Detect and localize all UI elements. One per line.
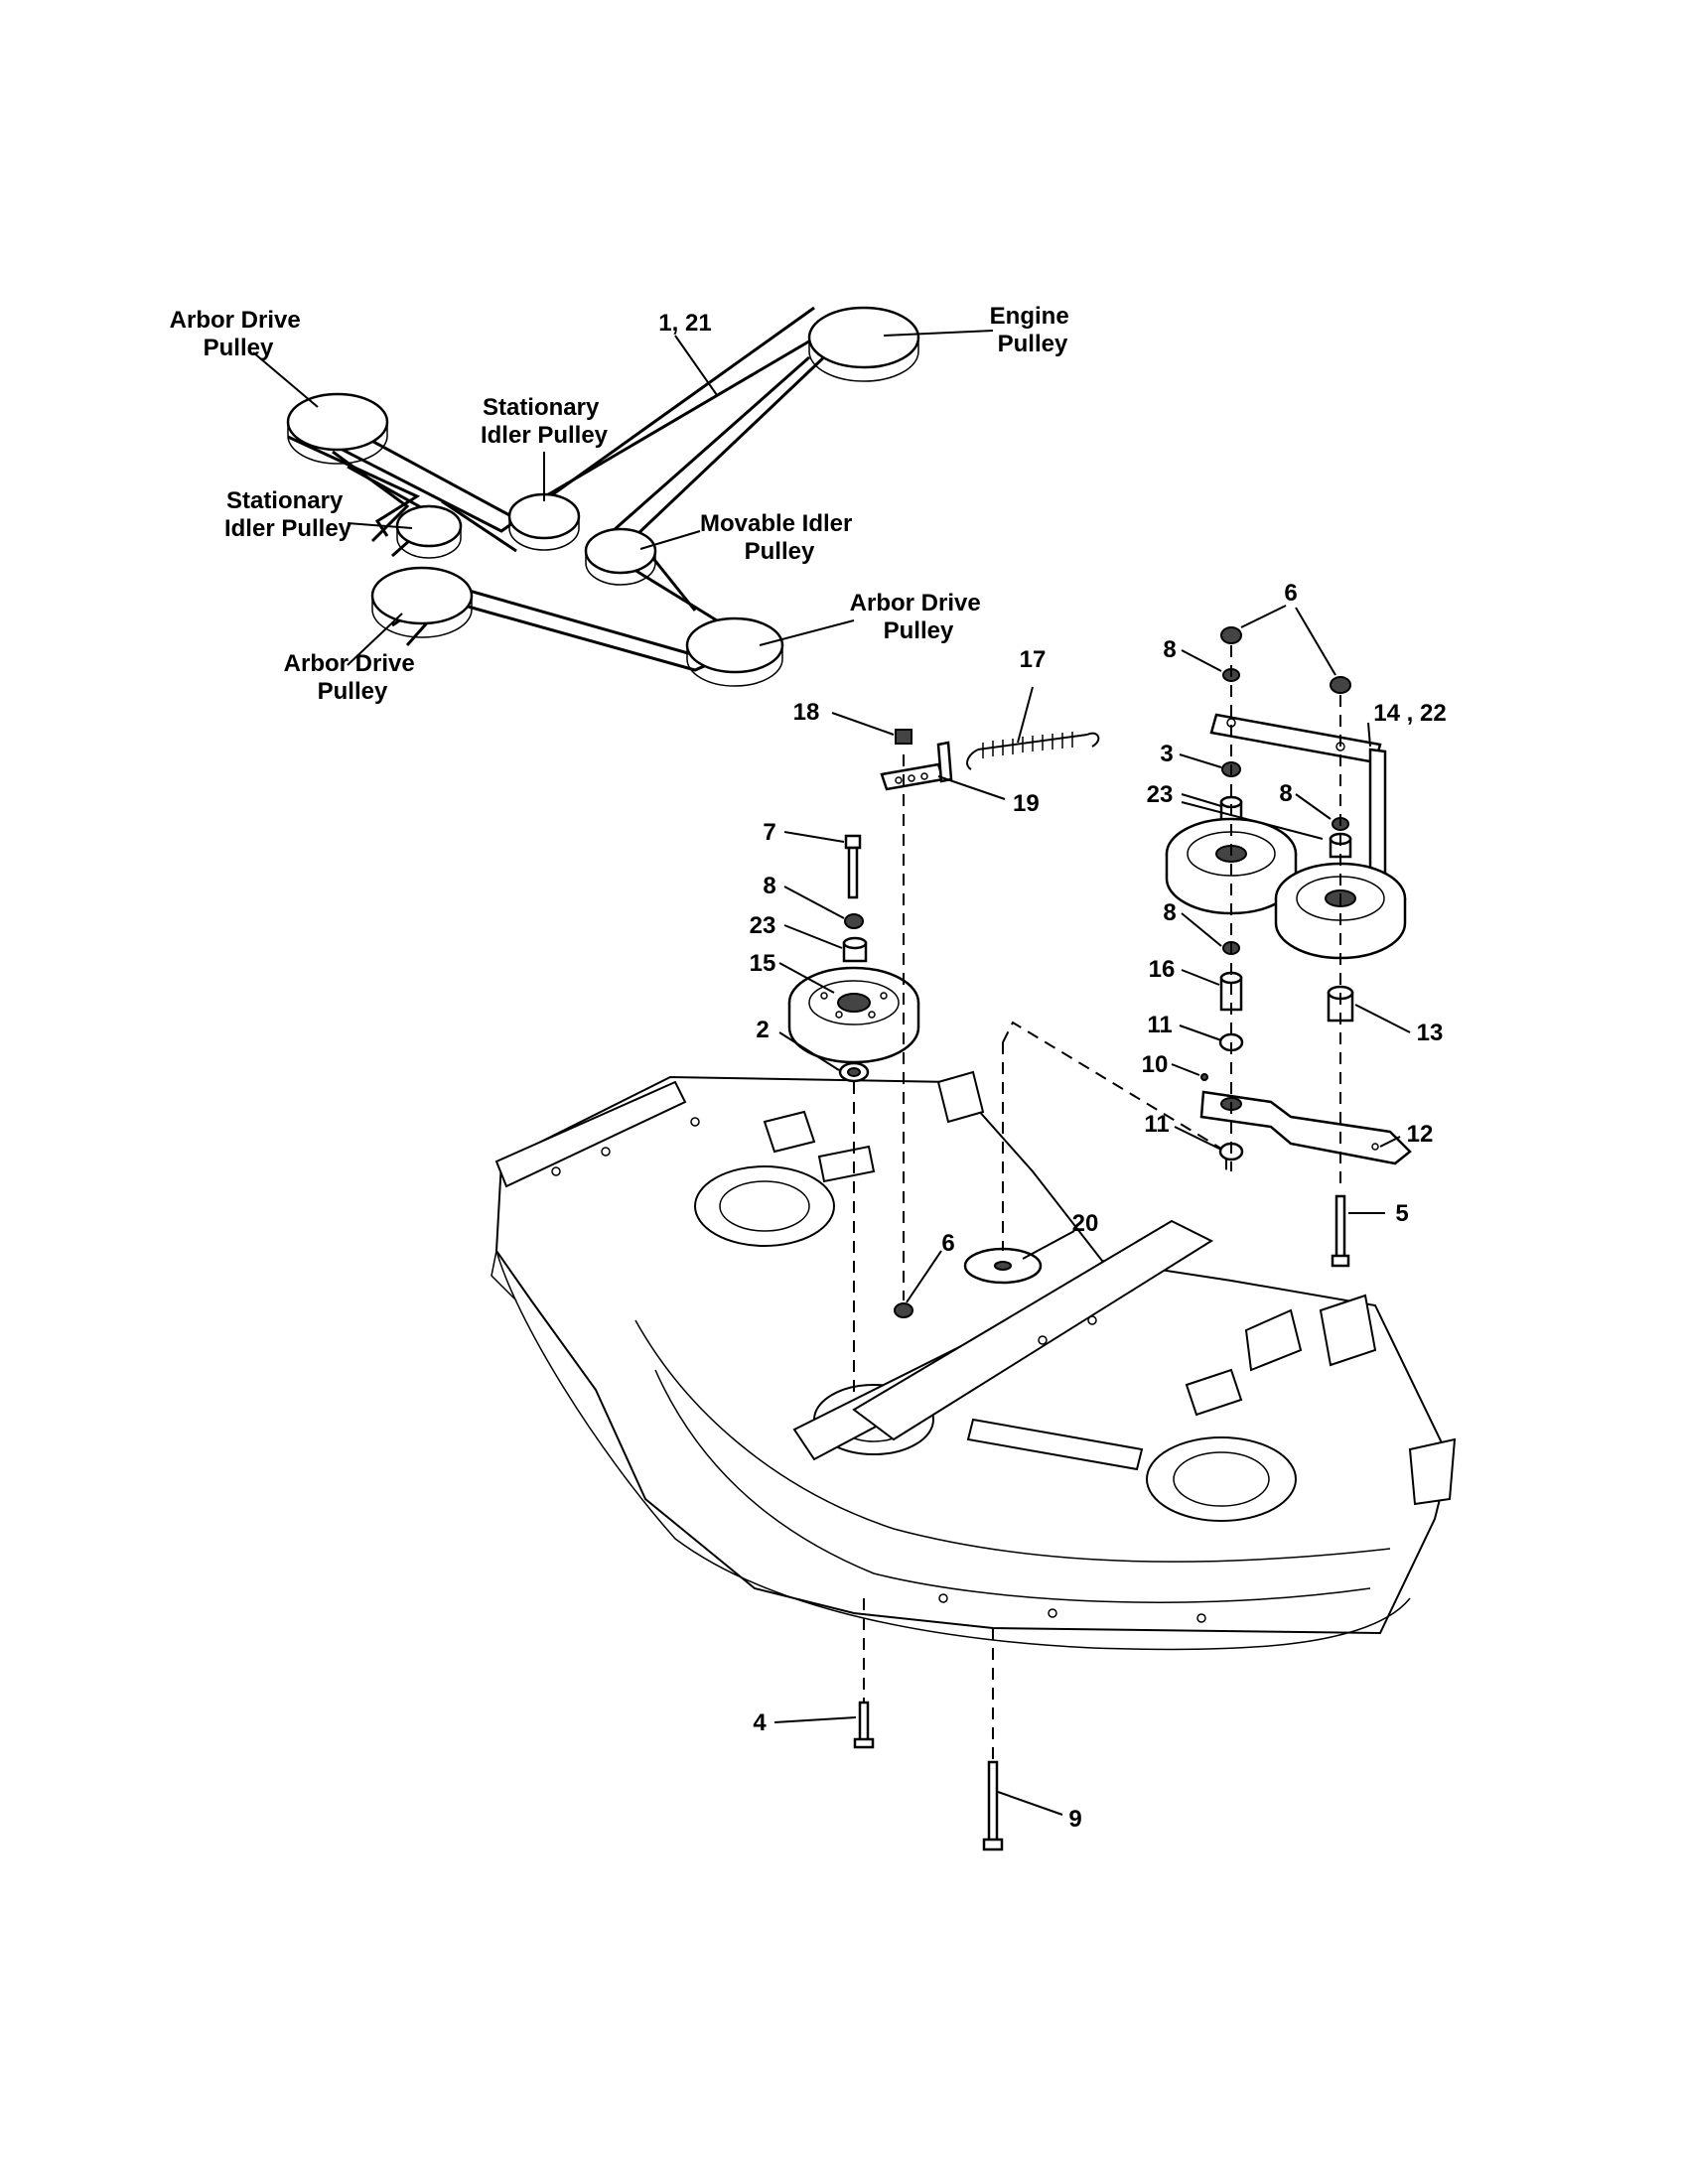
callout-13: 13 (1417, 1020, 1444, 1046)
arbor-drive-pulley-top-left (286, 392, 389, 465)
callout-17: 17 (1020, 646, 1047, 673)
bolt-part-9 (982, 1760, 1004, 1851)
nut-part-6-deck (894, 1302, 913, 1318)
washer-part-8-left (844, 913, 864, 929)
bolt-part-7 (844, 834, 862, 899)
washer-part-20 (963, 1247, 1043, 1285)
arbor-drive-pulley-right-label: Arbor Drive Pulley (850, 590, 988, 644)
callout-11-upper: 11 (1147, 1012, 1172, 1038)
callout-numbers: 17 18 19 7 8 23 15 2 6 20 4 9 6 8 14 , 2… (750, 580, 1447, 1833)
nut-part-6-upper-left (1220, 626, 1242, 644)
callout-10: 10 (1142, 1051, 1169, 1078)
callout-3: 3 (1160, 741, 1173, 767)
nut-part-18 (895, 729, 912, 745)
belt-diagram-leaders (252, 330, 994, 666)
pivot-arm-part-12 (1199, 1090, 1412, 1165)
callout-14-22: 14 , 22 (1373, 700, 1446, 727)
stationary-idler-pulley-center (507, 492, 581, 551)
callout-6-top: 6 (1284, 580, 1297, 607)
engine-pulley-label: Engine Pulley (990, 303, 1076, 357)
deck-bolt-holes (551, 1117, 1206, 1623)
callout-19: 19 (1013, 790, 1040, 817)
callout-8-lower: 8 (1163, 899, 1176, 926)
movable-idler-pulley (584, 527, 657, 586)
arbor-drive-pulley-right (685, 616, 784, 687)
drive-belt (287, 306, 831, 672)
callout-5: 5 (1395, 1200, 1408, 1227)
callout-8-mid: 8 (1279, 780, 1292, 807)
movable-idler-pulley-label: Movable Idler Pulley (700, 510, 859, 565)
washer-part-2 (838, 1061, 870, 1083)
lower-bolts (853, 1598, 1004, 1851)
callout-6-deck: 6 (941, 1230, 954, 1257)
callout-8-left: 8 (763, 873, 775, 899)
right-idler-assembly (1165, 626, 1412, 1268)
callout-8-upper: 8 (1163, 636, 1176, 663)
belt-callout-label: 1, 21 (658, 310, 711, 337)
callout-15: 15 (750, 950, 776, 977)
arbor-drive-pulley-bottom-left-label: Arbor Drive Pulley (284, 650, 422, 705)
nut-part-6-upper-right (1330, 676, 1351, 694)
left-idler-assembly (787, 729, 1227, 1400)
bolt-part-4 (853, 1701, 875, 1749)
callout-2: 2 (756, 1017, 769, 1043)
fitting-part-10 (1200, 1073, 1208, 1081)
spacer-part-23-left (842, 936, 868, 963)
bracket-part-19 (880, 741, 953, 791)
bolt-part-5 (1331, 1194, 1350, 1268)
stationary-idler-pulley-left (395, 504, 463, 559)
callout-7: 7 (763, 819, 775, 846)
belt-routing-diagram: Arbor Drive Pulley Engine Pulley Station… (170, 303, 1076, 705)
callout-23-left: 23 (750, 912, 776, 939)
mower-deck (491, 1070, 1457, 1651)
callout-18: 18 (793, 699, 820, 726)
idler-pulley-part-15 (787, 966, 920, 1064)
callout-23-right: 23 (1147, 781, 1174, 808)
callout-20: 20 (1072, 1210, 1099, 1237)
engine-pulley (807, 306, 920, 382)
stationary-idler-pulley-center-label: Stationary Idler Pulley (481, 394, 609, 449)
callout-4: 4 (753, 1709, 767, 1736)
callout-12: 12 (1407, 1121, 1434, 1148)
stationary-idler-pulley-left-label: Stationary Idler Pulley (224, 487, 352, 542)
idler-arm-part-14-22 (1209, 713, 1387, 886)
callout-16: 16 (1149, 956, 1176, 983)
callout-11-lower: 11 (1144, 1111, 1169, 1138)
callout-leaders (773, 605, 1411, 1816)
arbor-drive-pulley-top-left-label: Arbor Drive Pulley (170, 307, 308, 361)
arbor-drive-pulley-bottom-left (370, 566, 474, 638)
spring-part-17 (966, 732, 1100, 770)
callout-9: 9 (1068, 1806, 1081, 1833)
